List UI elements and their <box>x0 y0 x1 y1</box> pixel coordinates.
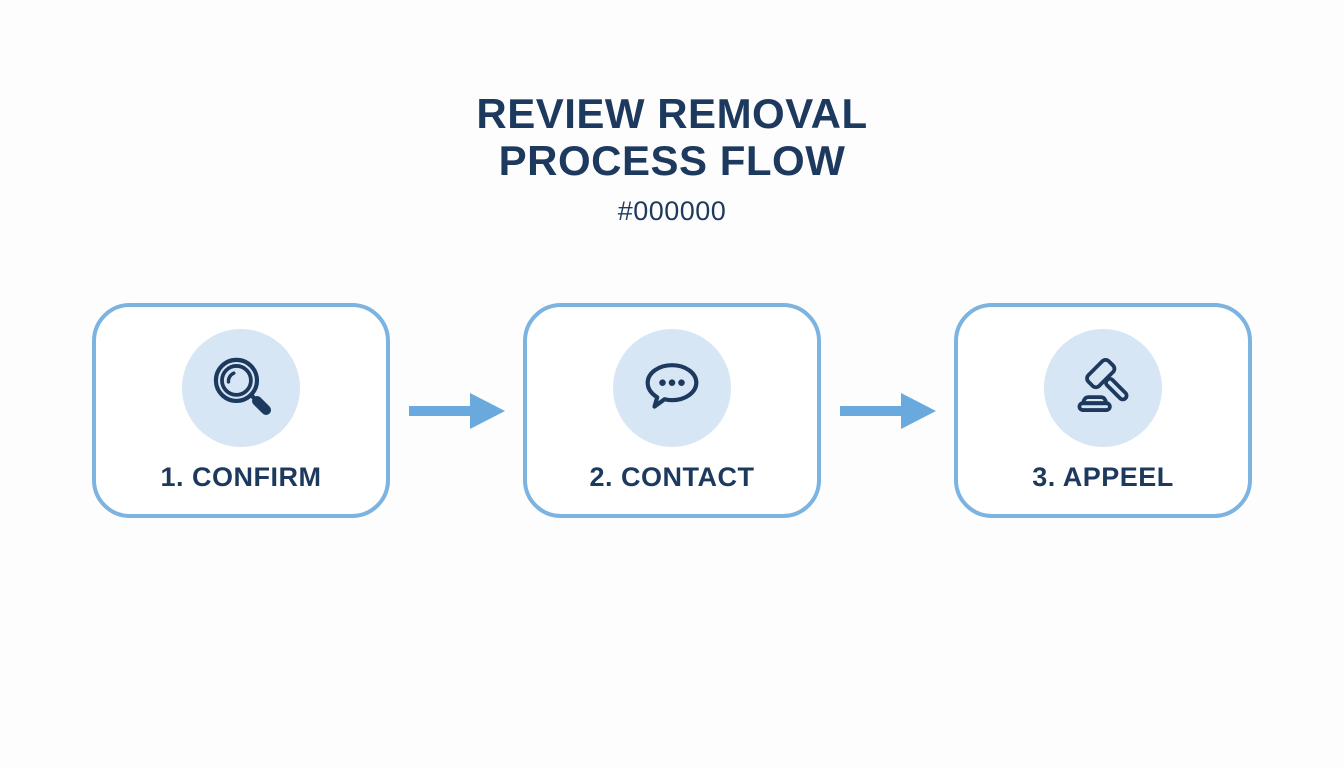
arrow-right-icon <box>839 392 936 429</box>
arrow-1 <box>390 391 523 431</box>
speech-bubble-icon <box>645 363 699 409</box>
arrow-2 <box>821 391 954 431</box>
step-card-confirm: 1. CONFIRM <box>92 303 390 518</box>
header: REVIEW REMOVAL PROCESS FLOW #000000 <box>0 90 1344 227</box>
step-card-contact: 2. CONTACT <box>523 303 821 518</box>
page-subtitle: #000000 <box>617 196 727 226</box>
page-title-line2: PROCESS FLOW <box>498 137 846 184</box>
step-card-appeal: 3. APPEEL <box>954 303 1252 518</box>
icon-circle <box>1044 329 1162 447</box>
icon-circle <box>613 329 731 447</box>
page-title-line1: REVIEW REMOVAL <box>476 90 868 137</box>
gavel-icon <box>1077 357 1129 412</box>
step-label-confirm: 1. CONFIRM <box>160 462 322 492</box>
page-title: REVIEW REMOVAL PROCESS FLOW <box>0 90 1344 184</box>
arrow-right-icon <box>408 392 505 429</box>
icon-circle <box>182 329 300 447</box>
magnifier-icon <box>213 357 272 415</box>
process-flow-row: 1. CONFIRM 2. CONTACT <box>0 303 1344 518</box>
step-label-appeal: 3. APPEEL <box>1032 462 1174 492</box>
step-label-contact: 2. CONTACT <box>589 462 755 492</box>
